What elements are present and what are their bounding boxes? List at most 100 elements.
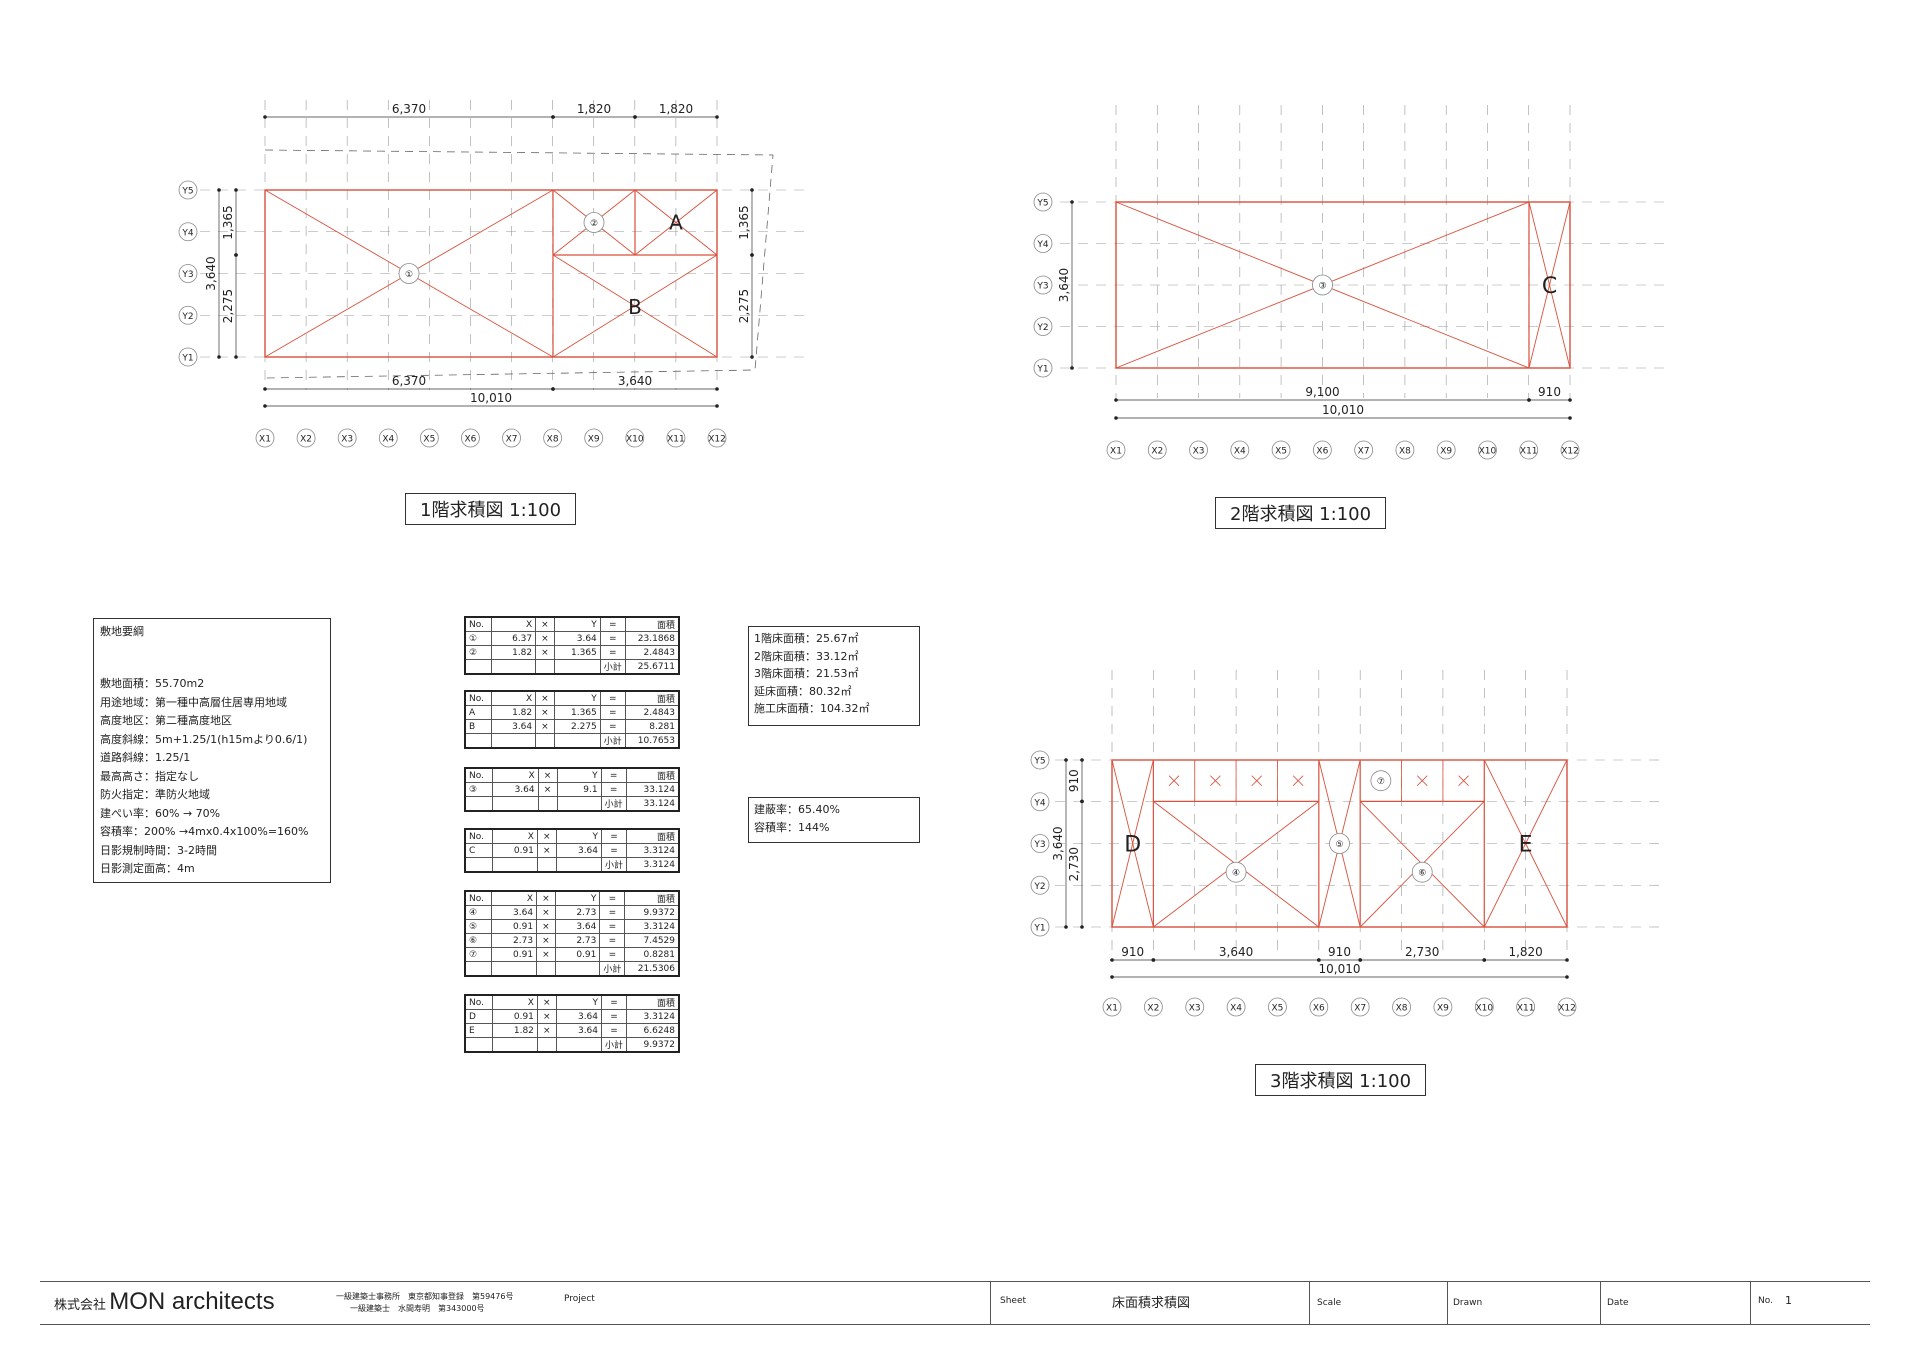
cell xyxy=(553,733,601,749)
area-line-4: 延床面積：80.32㎡ xyxy=(754,684,852,698)
plan3-dim-left-2-tick-a xyxy=(1080,799,1084,804)
plan1-dim-left-total: 3,640 xyxy=(204,256,218,290)
plan1-dim-left-2-tick-a xyxy=(234,253,238,257)
plan3-x-label-2: X2 xyxy=(1147,1004,1159,1014)
cell: X xyxy=(491,767,539,783)
cell: 23.1868 xyxy=(624,631,680,646)
cell: 面積 xyxy=(624,890,680,906)
plan2-y-label-2-circle xyxy=(1033,234,1053,253)
plan3-dim-bottom-5-tick-a xyxy=(1482,958,1487,962)
plan1-x-label-2: X2 xyxy=(300,435,312,445)
plan1-y-label-2-circle xyxy=(178,222,198,242)
sheet-label: Sheet xyxy=(1000,1296,1027,1306)
plan2-y-label-3: Y3 xyxy=(1036,282,1048,292)
cell xyxy=(464,659,493,675)
plan3-x-label-3: X3 xyxy=(1189,1004,1201,1014)
plan2-x-label-3: X3 xyxy=(1193,447,1205,457)
cell: 8.281 xyxy=(624,719,680,734)
plan3-y-label-5-circle xyxy=(1030,917,1050,937)
cell: 3.3124 xyxy=(626,857,680,873)
cell xyxy=(555,857,603,873)
plan-1-caption: 1階求積図 1:100 xyxy=(405,493,577,525)
cell xyxy=(556,796,602,812)
plan2-x-label-8-circle xyxy=(1395,440,1415,460)
cell: X xyxy=(491,890,538,906)
site-line-4: 高度斜線：5m+1.25/1(h15mより0.6/1) xyxy=(100,732,308,746)
plan1-x-label-5: X5 xyxy=(423,435,435,445)
plan1-label-2: ② xyxy=(590,219,598,229)
site-line-6: 最高高さ：指定なし xyxy=(100,769,199,783)
plan2-dim-bottom-2-tick-b xyxy=(1568,398,1572,402)
plan1-x-label-4: X4 xyxy=(382,435,394,445)
plan3-x-label-7-circle xyxy=(1350,997,1370,1017)
cell: × xyxy=(536,890,556,906)
plan1-dim-right-1-tick-a xyxy=(750,188,754,192)
plan2-dim-total: 10,010 xyxy=(1322,403,1364,417)
cell: 0.91 xyxy=(491,947,538,962)
cell xyxy=(535,659,555,675)
plan2-x-label-1-circle xyxy=(1106,440,1126,460)
plan2-x-label-3-circle xyxy=(1189,440,1208,460)
plan2-dim-left: 3,640 xyxy=(1057,268,1071,302)
cell: 3.3124 xyxy=(626,843,680,858)
cell: = xyxy=(599,919,626,934)
plan3-x-label-7: X7 xyxy=(1354,1004,1366,1014)
plan2-dim-total-tick-a xyxy=(1114,416,1118,420)
cell xyxy=(491,796,539,812)
table-header: No.X×Y=面積 xyxy=(464,890,680,906)
cell: 1.82 xyxy=(491,1023,538,1038)
plan3-y-label-2: Y4 xyxy=(1033,798,1045,808)
cell: No. xyxy=(464,616,493,632)
plan3-dim-left-total: 3,640 xyxy=(1051,826,1065,860)
cell: 21.5306 xyxy=(624,961,680,977)
cell: X xyxy=(491,828,538,844)
plan3-dim-bottom-2-tick-a xyxy=(1151,958,1156,962)
plan2-x-label-6: X6 xyxy=(1316,447,1328,457)
plan2-label-3: ③ xyxy=(1318,282,1326,292)
company-name-block: 株式会社 MON architects xyxy=(54,1288,275,1316)
cell: 3.3124 xyxy=(624,919,680,934)
cell: Y xyxy=(555,994,603,1010)
plan3-dim-left-2-tick-b xyxy=(1080,925,1084,929)
no-value: 1 xyxy=(1785,1294,1792,1307)
plan2-dim-left-tick-b xyxy=(1070,366,1074,370)
table-header: No.X×Y=面積 xyxy=(464,767,680,783)
plan1-x-label-12-circle xyxy=(707,428,727,448)
plan1-y-label-1-circle xyxy=(178,180,198,200)
ratio-summary-box: 建蔽率：65.40%容積率：144% xyxy=(748,797,920,843)
cell: 9.1 xyxy=(556,782,602,797)
plan3-x-label-8: X8 xyxy=(1396,1004,1408,1014)
plan1-x-label-3: X3 xyxy=(341,435,353,445)
plan1-dim-bottom-2-tick-a xyxy=(551,387,555,391)
plan3-x-label-11: X11 xyxy=(1517,1004,1535,1014)
site-title: 敷地要綱 xyxy=(100,625,144,638)
plan1-dim-left-total-tick-b xyxy=(217,355,221,359)
cell: 9.9372 xyxy=(626,1037,680,1053)
plan2-x-label-10: X10 xyxy=(1479,447,1497,457)
plan2-x-label-1: X1 xyxy=(1110,447,1122,457)
cell: 3.64 xyxy=(491,719,537,734)
cell: 0.91 xyxy=(491,1009,538,1024)
cell: No. xyxy=(464,828,493,844)
cell: 3.64 xyxy=(555,1023,603,1038)
cell: × xyxy=(536,1009,557,1024)
plan1-dim-top-2: 1,820 xyxy=(577,102,611,116)
area-line-5: 施工床面積：104.32㎡ xyxy=(754,702,870,715)
plan3-dim-bottom-5: 1,820 xyxy=(1508,945,1542,959)
site-line-11: 日影測定面高：4m xyxy=(100,862,195,875)
cell xyxy=(555,1037,603,1053)
cell: 面積 xyxy=(626,994,680,1010)
plan1-x-label-8-circle xyxy=(543,428,563,448)
plan1-dim-top-3: 1,820 xyxy=(659,102,693,116)
cell xyxy=(491,857,538,873)
plan1-x-label-7-circle xyxy=(502,428,521,448)
cell: 3.64 xyxy=(555,843,603,858)
